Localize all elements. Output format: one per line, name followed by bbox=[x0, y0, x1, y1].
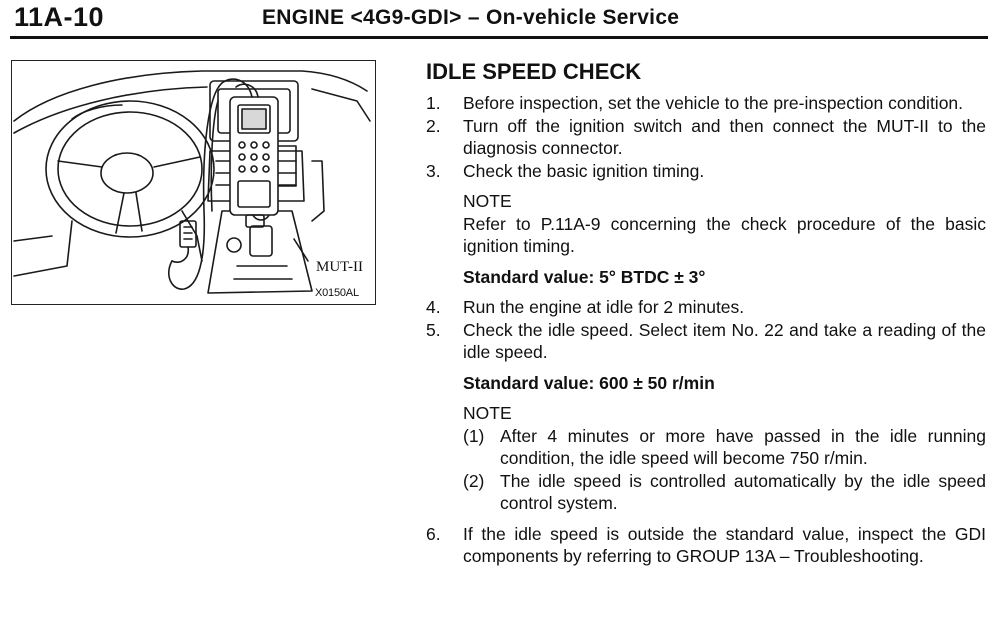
note-item-text: After 4 minutes or more have passed in t… bbox=[500, 425, 986, 469]
note-label: NOTE bbox=[463, 403, 512, 423]
header-rule bbox=[10, 36, 988, 39]
step-number: 3. bbox=[426, 160, 441, 181]
step-item: 2. Turn off the ignition switch and then… bbox=[426, 115, 986, 160]
section-title: IDLE SPEED CHECK bbox=[426, 59, 642, 84]
note-label: NOTE bbox=[463, 191, 512, 211]
step-text: If the idle speed is outside the standar… bbox=[463, 523, 986, 567]
page-header-title: ENGINE <4G9-GDI> – On-vehicle Service bbox=[262, 6, 680, 29]
step-text: Before inspection, set the vehicle to th… bbox=[463, 93, 964, 113]
dashboard-illustration: MUT-II X0150AL bbox=[11, 60, 376, 305]
step-text: Check the idle speed. Select item No. 22… bbox=[463, 319, 986, 363]
note-text: Refer to P.11A-9 concerning the check pr… bbox=[463, 213, 986, 257]
step-number: 2. bbox=[426, 115, 441, 136]
note-item: (1) After 4 minutes or more have passed … bbox=[463, 425, 986, 470]
step-text: Run the engine at idle for 2 minutes. bbox=[463, 297, 745, 317]
note-item: (2) The idle speed is controlled automat… bbox=[463, 470, 986, 515]
standard-value-timing: Standard value: 5° BTDC ± 3° bbox=[463, 266, 706, 287]
step-number: 4. bbox=[426, 297, 441, 317]
figure-code: X0150AL bbox=[315, 287, 359, 299]
step-item: 3. Check the basic ignition timing. bbox=[426, 160, 986, 183]
step-text: Check the basic ignition timing. bbox=[463, 160, 705, 181]
procedure-content: IDLE SPEED CHECK 1. Before inspection, s… bbox=[426, 58, 986, 568]
note-item-number: (1) bbox=[463, 425, 485, 446]
standard-value-idle-speed: Standard value: 600 ± 50 r/min bbox=[463, 372, 715, 393]
step-number: 1. bbox=[426, 93, 441, 113]
dashboard-line-drawing bbox=[13, 70, 371, 294]
note-item-number: (2) bbox=[463, 470, 485, 491]
step-number: 5. bbox=[426, 319, 441, 340]
step-number: 6. bbox=[426, 523, 441, 544]
page-number: 11A-10 bbox=[14, 2, 105, 32]
step-item: 1. Before inspection, set the vehicle to… bbox=[426, 92, 986, 115]
note-item-text: The idle speed is controlled automatical… bbox=[500, 470, 986, 514]
step-item: 4. Run the engine at idle for 2 minutes. bbox=[426, 296, 986, 319]
step-text: Turn off the ignition switch and then co… bbox=[463, 115, 986, 159]
step-item: 5. Check the idle speed. Select item No.… bbox=[426, 319, 986, 364]
step-item: 6. If the idle speed is outside the stan… bbox=[426, 523, 986, 568]
mut-ii-callout-label: MUT-II bbox=[316, 259, 363, 275]
